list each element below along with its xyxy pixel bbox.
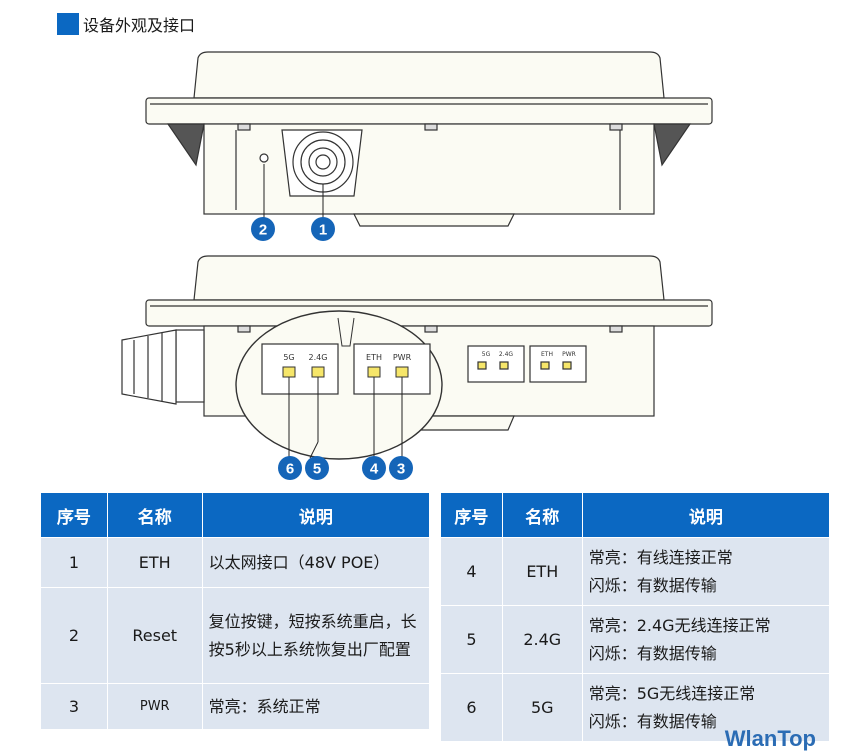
row-name: PWR [106, 683, 203, 730]
table-row: 4 ETH 常亮：有线连接正常 闪烁：有数据传输 [440, 537, 831, 606]
callout-1: 1 [311, 217, 335, 241]
row-name: ETH [106, 537, 203, 588]
table-header-row: 序号 名称 说明 [40, 492, 431, 538]
row-no: 4 [440, 537, 503, 606]
row-name: Reset [106, 587, 203, 684]
svg-text:PWR: PWR [562, 351, 576, 358]
svg-text:4: 4 [370, 461, 379, 478]
row-desc: 常亮：5G无线连接正常 闪烁：有数据传输 [581, 673, 831, 742]
table-row: 6 5G 常亮：5G无线连接正常 闪烁：有数据传输 [440, 673, 831, 742]
row-name: ETH [501, 537, 583, 606]
svg-text:2.4G: 2.4G [309, 353, 328, 362]
callout-4: 4 [362, 456, 386, 480]
row-desc-line2: 闪烁：有数据传输 [588, 711, 717, 731]
row-desc-line1: 常亮：2.4G无线连接正常 [588, 615, 771, 635]
led-magnifier: 5G 2.4G ETH PWR [235, 310, 443, 460]
row-desc: 常亮：有线连接正常 闪烁：有数据传输 [581, 537, 831, 606]
callout-5: 5 [305, 456, 329, 480]
svg-text:5: 5 [313, 461, 321, 478]
svg-text:5G: 5G [482, 351, 491, 358]
col-header-no: 序号 [440, 492, 503, 538]
col-header-desc: 说明 [581, 492, 831, 538]
row-no: 2 [40, 587, 108, 684]
device-diagram: 2 1 5G 2.4G ETH PWR [121, 51, 713, 480]
row-no: 5 [440, 605, 503, 674]
row-desc: 复位按键，短按系统重启，长按5秒以上系统恢复出厂配置 [201, 587, 431, 684]
interface-table-right: 序号 名称 说明 4 ETH 常亮：有线连接正常 闪烁：有数据传输 5 2.4G… [440, 492, 831, 742]
row-desc: 常亮：2.4G无线连接正常 闪烁：有数据传输 [581, 605, 831, 674]
svg-text:2.4G: 2.4G [499, 351, 514, 358]
row-no: 1 [40, 537, 108, 588]
row-no: 3 [40, 683, 108, 730]
svg-text:ETH: ETH [366, 353, 382, 362]
row-desc-line2: 闪烁：有数据传输 [588, 575, 717, 595]
callout-2: 2 [251, 217, 275, 241]
callout-3: 3 [389, 456, 413, 480]
section-marker-icon [57, 13, 79, 35]
row-name: 5G [501, 673, 583, 742]
svg-text:5G: 5G [283, 353, 294, 362]
table-row: 3 PWR 常亮：系统正常 [40, 683, 431, 730]
svg-text:PWR: PWR [393, 353, 412, 362]
brand-logo: WlanTop [724, 726, 816, 751]
device-front-view [145, 51, 713, 227]
section-title-text: 设备外观及接口 [83, 16, 196, 35]
table-row: 2 Reset 复位按键，短按系统重启，长按5秒以上系统恢复出厂配置 [40, 587, 431, 684]
interface-table-left: 序号 名称 说明 1 ETH 以太网接口（48V POE） 2 Reset 复位… [40, 492, 431, 730]
row-desc: 以太网接口（48V POE） [201, 537, 431, 588]
svg-text:6: 6 [286, 461, 294, 478]
col-header-name: 名称 [501, 492, 583, 538]
row-name: 2.4G [501, 605, 583, 674]
table-header-row: 序号 名称 说明 [440, 492, 831, 538]
svg-text:3: 3 [397, 461, 405, 478]
svg-text:2: 2 [259, 222, 267, 239]
svg-text:ETH: ETH [541, 351, 553, 358]
col-header-name: 名称 [106, 492, 203, 538]
row-desc-line2: 闪烁：有数据传输 [588, 643, 717, 663]
row-desc: 常亮：系统正常 [201, 683, 431, 730]
callout-6: 6 [278, 456, 302, 480]
col-header-no: 序号 [40, 492, 108, 538]
table-row: 1 ETH 以太网接口（48V POE） [40, 537, 431, 588]
section-title: 设备外观及接口 [57, 12, 195, 36]
col-header-desc: 说明 [201, 492, 431, 538]
table-row: 5 2.4G 常亮：2.4G无线连接正常 闪烁：有数据传输 [440, 605, 831, 674]
row-desc-line1: 常亮：有线连接正常 [588, 547, 733, 567]
svg-text:1: 1 [319, 222, 327, 239]
row-no: 6 [440, 673, 503, 742]
row-desc-line1: 常亮：5G无线连接正常 [588, 683, 756, 703]
